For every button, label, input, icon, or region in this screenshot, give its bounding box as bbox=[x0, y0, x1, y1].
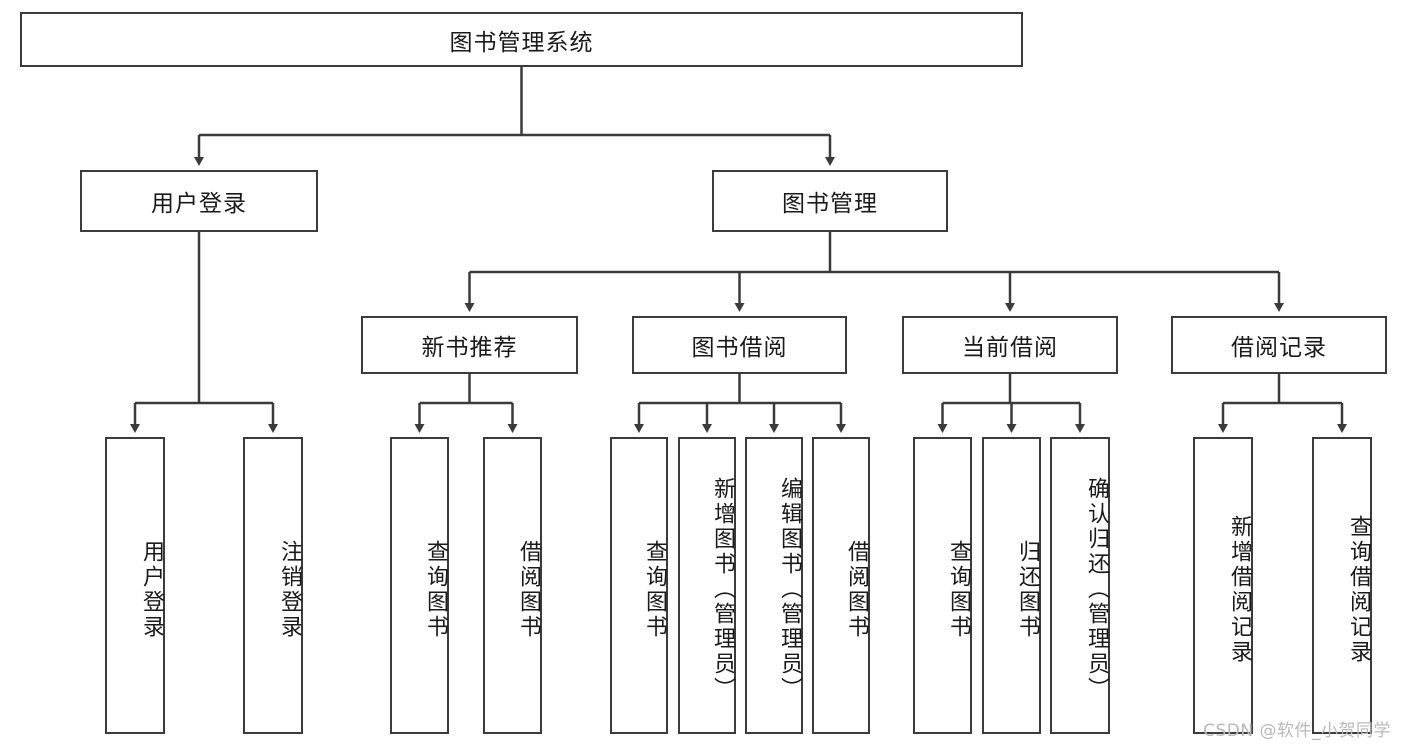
node-leaf-query-book-bor-label: 查询图书 bbox=[642, 539, 667, 640]
node-leaf-add-book-label: 新增图书（管理员） bbox=[710, 477, 735, 702]
node-leaf-add-record-label: 新增借阅记录 bbox=[1227, 514, 1252, 665]
node-leaf-logout[interactable]: 注销登录 bbox=[243, 437, 303, 734]
node-leaf-confirm-return-label: 确认归还（管理员） bbox=[1084, 477, 1109, 702]
node-book-manage-label: 图书管理 bbox=[782, 191, 878, 217]
node-leaf-query-book-rec-label: 查询图书 bbox=[423, 539, 448, 640]
node-book-borrow[interactable]: 图书借阅 bbox=[632, 316, 847, 374]
node-leaf-confirm-return[interactable]: 确认归还（管理员） bbox=[1050, 437, 1110, 734]
node-borrow-record-label: 借阅记录 bbox=[1231, 335, 1327, 361]
node-leaf-user-login-label: 用户登录 bbox=[139, 539, 164, 640]
node-leaf-user-login[interactable]: 用户登录 bbox=[105, 437, 165, 734]
node-leaf-borrow-book-bor-label: 借阅图书 bbox=[844, 539, 869, 640]
node-leaf-add-book[interactable]: 新增图书（管理员） bbox=[678, 437, 736, 734]
node-new-book-recommend[interactable]: 新书推荐 bbox=[361, 316, 578, 374]
node-leaf-query-record[interactable]: 查询借阅记录 bbox=[1312, 437, 1372, 734]
node-leaf-add-record[interactable]: 新增借阅记录 bbox=[1193, 437, 1253, 734]
node-book-borrow-label: 图书借阅 bbox=[691, 335, 788, 361]
node-current-borrow-label: 当前借阅 bbox=[962, 335, 1058, 361]
node-leaf-query-book-cur[interactable]: 查询图书 bbox=[913, 437, 972, 734]
node-user-login[interactable]: 用户登录 bbox=[80, 170, 318, 232]
node-leaf-query-book-cur-label: 查询图书 bbox=[946, 539, 971, 640]
node-leaf-logout-label: 注销登录 bbox=[277, 539, 302, 640]
node-leaf-query-book-rec[interactable]: 查询图书 bbox=[390, 437, 449, 734]
node-leaf-query-book-bor[interactable]: 查询图书 bbox=[610, 437, 668, 734]
node-leaf-return-book-label: 归还图书 bbox=[1015, 539, 1040, 640]
node-current-borrow[interactable]: 当前借阅 bbox=[902, 316, 1118, 374]
node-leaf-query-record-label: 查询借阅记录 bbox=[1346, 514, 1371, 665]
node-leaf-borrow-book-rec-label: 借阅图书 bbox=[516, 539, 541, 640]
node-root[interactable]: 图书管理系统 bbox=[20, 12, 1023, 67]
node-root-label: 图书管理系统 bbox=[449, 29, 594, 56]
node-borrow-record[interactable]: 借阅记录 bbox=[1171, 316, 1387, 374]
node-leaf-edit-book[interactable]: 编辑图书（管理员） bbox=[745, 437, 803, 734]
node-new-book-recommend-label: 新书推荐 bbox=[421, 335, 518, 361]
node-leaf-borrow-book-bor[interactable]: 借阅图书 bbox=[812, 437, 870, 734]
csdn-watermark: CSDN @软件_小贺同学 bbox=[1203, 721, 1391, 741]
node-book-manage[interactable]: 图书管理 bbox=[712, 170, 948, 232]
node-leaf-edit-book-label: 编辑图书（管理员） bbox=[777, 477, 802, 702]
node-leaf-borrow-book-rec[interactable]: 借阅图书 bbox=[483, 437, 542, 734]
node-user-login-label: 用户登录 bbox=[151, 191, 247, 217]
node-leaf-return-book[interactable]: 归还图书 bbox=[982, 437, 1041, 734]
